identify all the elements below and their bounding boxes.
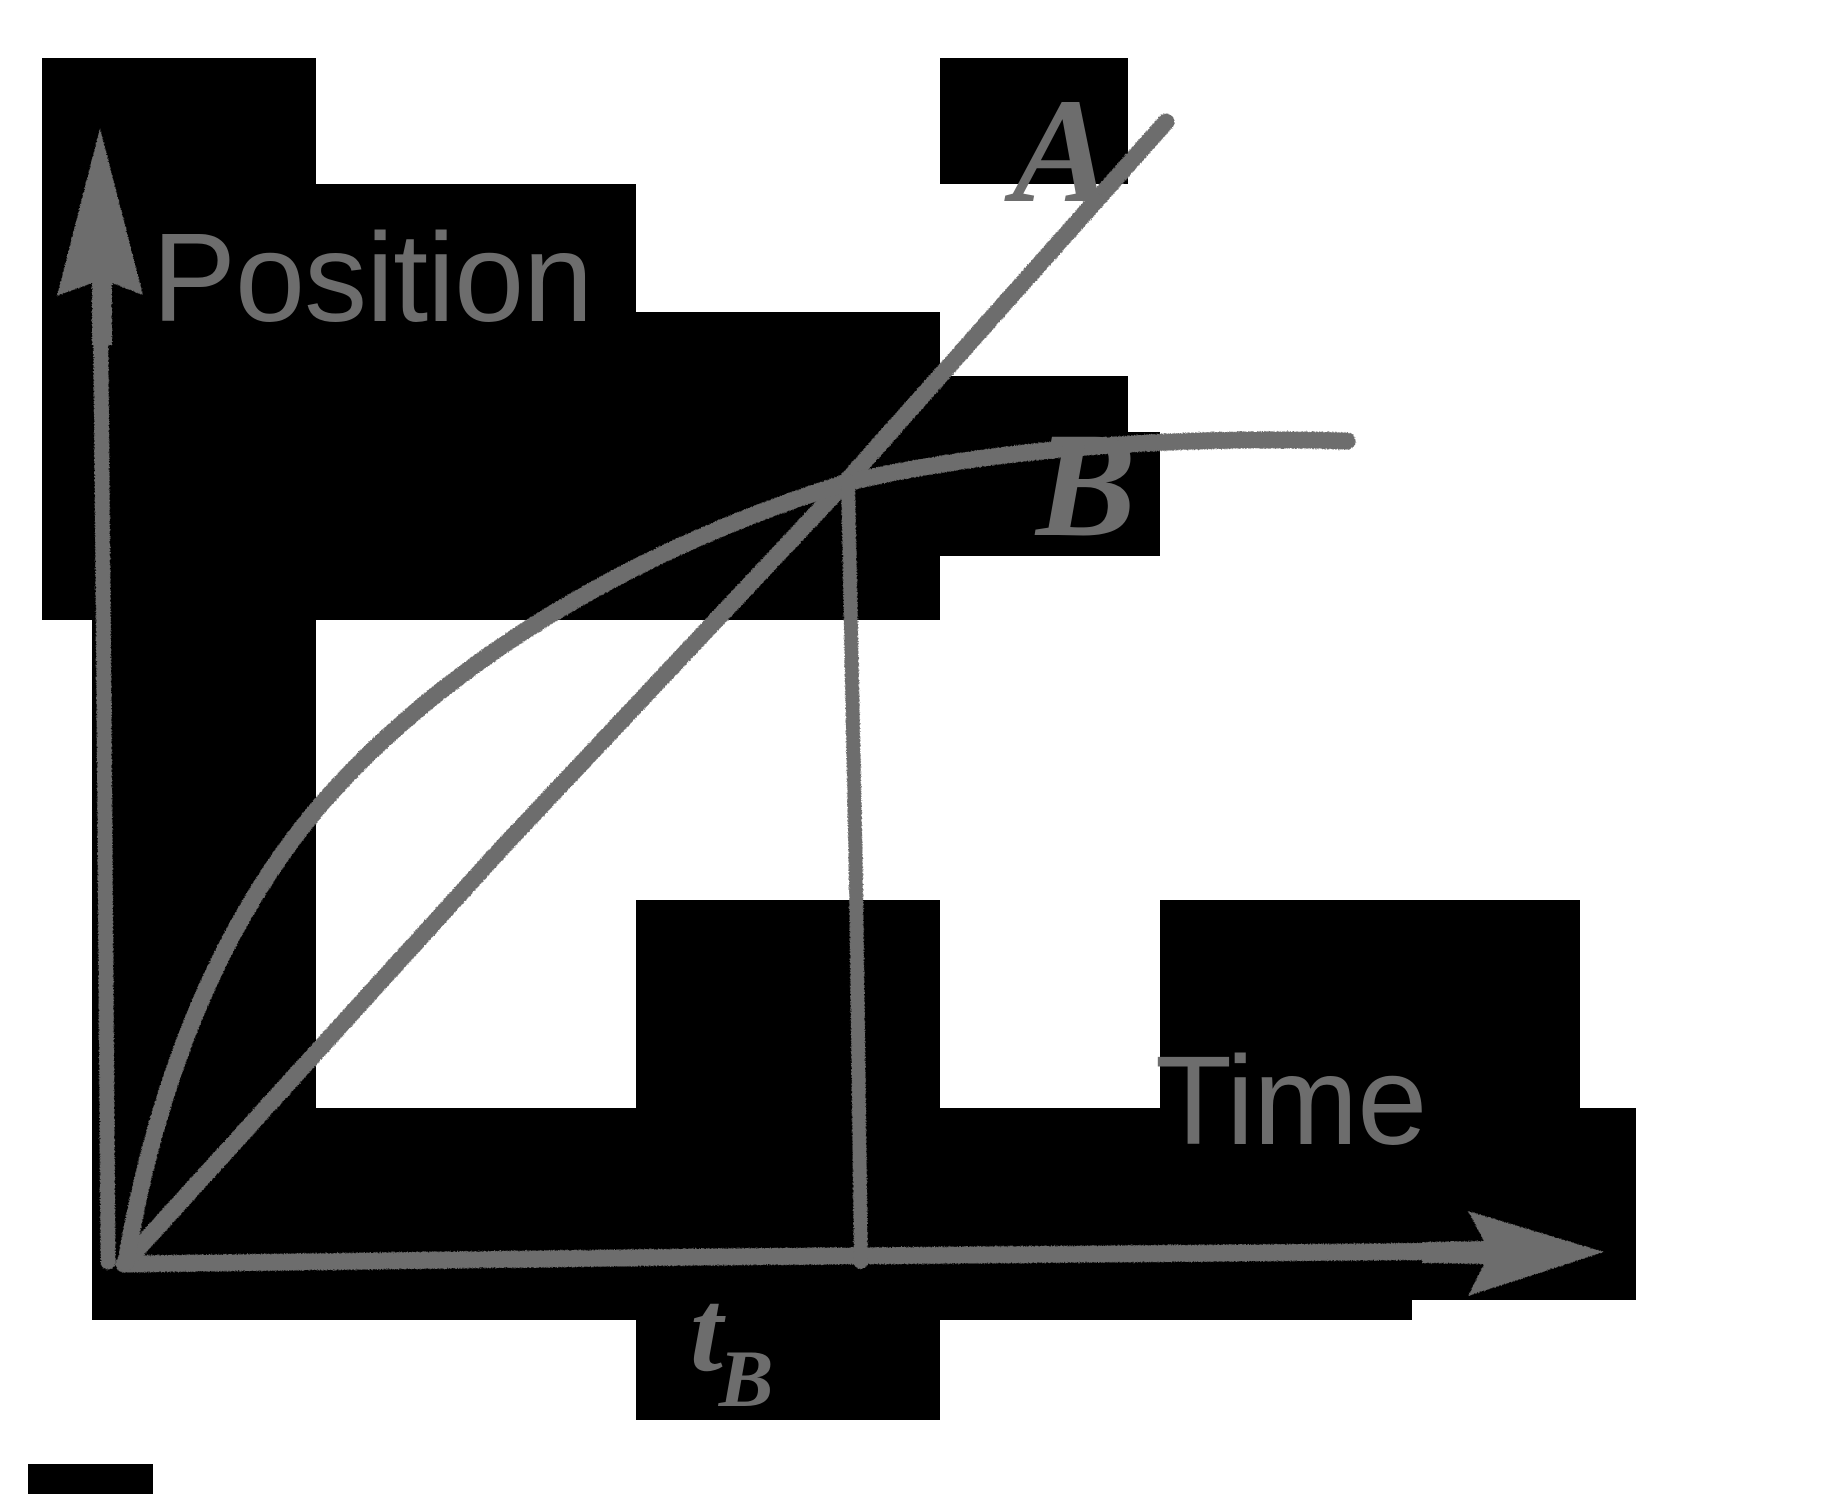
y-axis-line	[92, 242, 116, 1270]
page-margin-bar	[28, 1464, 153, 1494]
tb-dropline	[841, 473, 868, 1269]
scan-artifact-patch	[0, 620, 92, 952]
scan-artifact-patch	[0, 1420, 1832, 1502]
curve-b-label: B	[1036, 402, 1137, 568]
curve-b-line	[117, 431, 1356, 1271]
x-axis-arrowhead	[1422, 1211, 1604, 1296]
x-axis-label: Time	[1155, 1030, 1427, 1171]
tb-base-letter: t	[690, 1265, 723, 1396]
scan-artifact-patch	[1160, 376, 1832, 556]
scan-artifact-patch	[556, 900, 636, 1108]
scan-artifact-patch	[556, 620, 940, 900]
curve-a-line	[117, 113, 1175, 1271]
scan-artifact-patch	[1160, 556, 1832, 876]
scan-artifact-patch	[656, 184, 940, 312]
y-axis-label: Position	[152, 207, 593, 348]
scan-artifact-patch	[940, 900, 1160, 1108]
x-axis-line	[115, 1242, 1509, 1273]
tb-axis-annotation: tB	[690, 1272, 778, 1420]
scan-artifact-patch	[1580, 900, 1832, 1108]
scan-artifact-patch	[1128, 0, 1832, 184]
scan-artifact-patch	[0, 310, 20, 620]
tb-subscript-letter: B	[718, 1333, 774, 1424]
y-axis-arrowhead	[57, 128, 143, 345]
curve-a-label: A	[1012, 68, 1113, 234]
scan-artifact-patch	[0, 58, 42, 310]
